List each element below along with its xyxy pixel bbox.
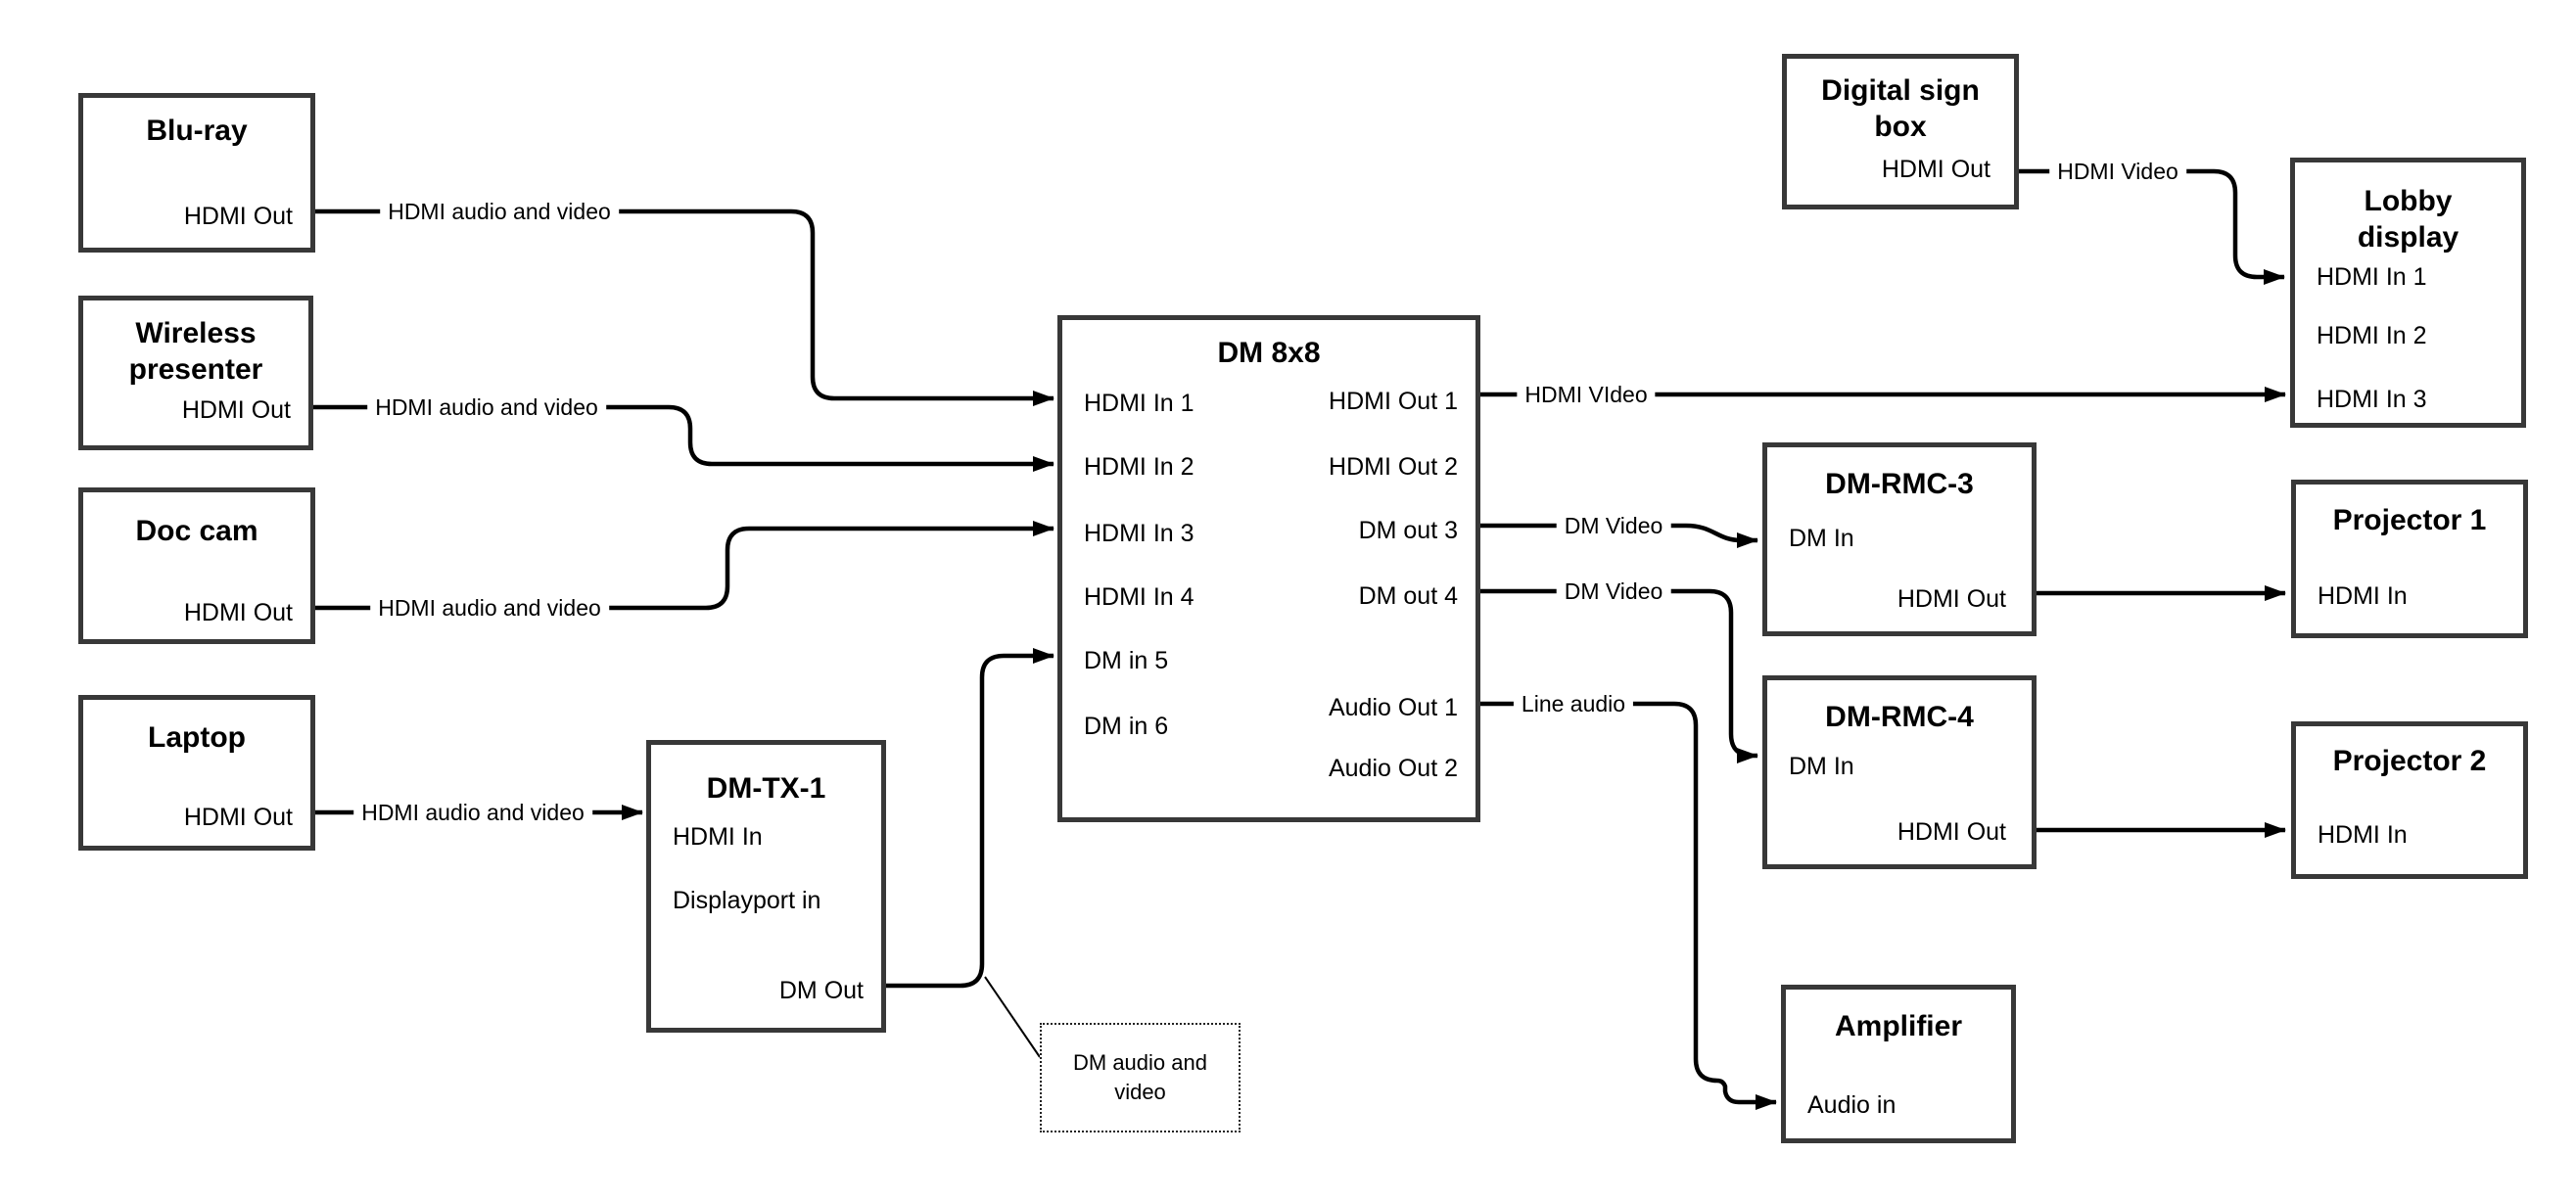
port-amp-audio-in: Audio in — [1807, 1091, 1897, 1119]
port-dm8x8-audio-out-1: Audio Out 1 — [1328, 694, 1458, 721]
port-rmc4-dm-in: DM In — [1789, 753, 1854, 780]
wire-label-dm-video-out3: DM Video — [1556, 512, 1671, 539]
node-amplifier: Amplifier Audio in — [1781, 985, 2016, 1143]
node-title: DM-RMC-4 — [1825, 701, 1974, 733]
port-lobby-hdmi-in-3: HDMI In 3 — [2317, 386, 2427, 413]
port-dm8x8-dm-in-6: DM in 6 — [1084, 713, 1169, 740]
port-dm8x8-hdmi-in-4: HDMI In 4 — [1084, 583, 1194, 611]
wire-label-laptop: HDMI audio and video — [353, 799, 592, 826]
port-dm8x8-audio-out-2: Audio Out 2 — [1328, 755, 1458, 782]
node-title: Laptop — [148, 721, 246, 754]
node-title: Lobby display — [2357, 185, 2459, 254]
node-doc-cam: Doc cam HDMI Out — [78, 487, 315, 644]
wire-label-hdmi-video-sign: HDMI Video — [2049, 158, 2186, 185]
note-dm-audio-and-video: DM audio and video — [1040, 1023, 1241, 1132]
port-bluray-hdmi-out: HDMI Out — [183, 203, 293, 230]
wire-label-dm-video-out4: DM Video — [1556, 577, 1671, 605]
port-wireless-hdmi-out: HDMI Out — [181, 396, 291, 424]
node-title: Blu-ray — [146, 115, 248, 147]
wire-label-hdmi-video-out1: HDMI VIdeo — [1517, 381, 1656, 408]
connector-dm8x8-out4-to-rmc4 — [1480, 588, 1758, 763]
port-lobby-hdmi-in-1: HDMI In 1 — [2317, 263, 2427, 291]
connector-wireless-to-dm8x8-in2 — [313, 404, 1054, 472]
wire-label-wireless: HDMI audio and video — [367, 393, 606, 421]
port-dm8x8-hdmi-in-2: HDMI In 2 — [1084, 453, 1194, 481]
node-title: Wireless presenter — [128, 317, 263, 386]
port-dm8x8-hdmi-out-2: HDMI Out 2 — [1329, 453, 1458, 481]
port-dm8x8-hdmi-out-1: HDMI Out 1 — [1329, 388, 1458, 415]
connector-dmtx1-to-dm8x8-in5 — [886, 648, 1054, 989]
port-laptop-hdmi-out: HDMI Out — [183, 804, 293, 831]
wire-label-doccam: HDMI audio and video — [370, 594, 609, 622]
node-dm-tx-1: DM-TX-1 HDMI In Displayport in DM Out — [646, 740, 886, 1033]
node-dm-rmc-3: DM-RMC-3 DM In HDMI Out — [1762, 442, 2037, 636]
port-rmc3-hdmi-out: HDMI Out — [1897, 585, 2006, 613]
port-rmc4-hdmi-out: HDMI Out — [1897, 818, 2006, 846]
node-projector-2: Projector 2 HDMI In — [2291, 721, 2528, 879]
wire-label-line-audio: Line audio — [1513, 690, 1634, 717]
connector-dm8x8-audio1-to-amp — [1480, 701, 1777, 1110]
node-title: Amplifier — [1834, 1010, 1963, 1042]
connector-doccam-to-dm8x8-in3 — [313, 521, 1054, 611]
port-proj1-hdmi-in: HDMI In — [2318, 582, 2408, 610]
connector-dm8x8-out3-to-rmc3 — [1480, 523, 1758, 548]
port-signbox-hdmi-out: HDMI Out — [1881, 156, 1991, 183]
node-wireless-presenter: Wireless presenter HDMI Out — [78, 296, 313, 450]
node-projector-1: Projector 1 HDMI In — [2291, 480, 2528, 638]
port-dm8x8-hdmi-in-1: HDMI In 1 — [1084, 390, 1194, 417]
node-title: DM-TX-1 — [706, 772, 826, 805]
node-title: Digital sign box — [1821, 74, 1980, 143]
node-dm-8x8: DM 8x8 HDMI In 1 HDMI In 2 HDMI In 3 HDM… — [1057, 315, 1480, 822]
port-dm8x8-dm-out-3: DM out 3 — [1358, 517, 1458, 544]
node-lobby-display: Lobby display HDMI In 1 HDMI In 2 HDMI I… — [2290, 158, 2526, 428]
port-rmc3-dm-in: DM In — [1789, 525, 1854, 552]
port-doccam-hdmi-out: HDMI Out — [183, 599, 293, 626]
connector-signbox-to-lobby-in1 — [2019, 168, 2285, 285]
wire-label-bluray: HDMI audio and video — [380, 198, 619, 225]
note-callout-line — [984, 976, 1041, 1058]
port-lobby-hdmi-in-2: HDMI In 2 — [2317, 322, 2427, 349]
node-bluray: Blu-ray HDMI Out — [78, 93, 315, 253]
node-title: Doc cam — [135, 515, 258, 547]
port-dm8x8-hdmi-in-3: HDMI In 3 — [1084, 520, 1194, 547]
node-laptop: Laptop HDMI Out — [78, 695, 315, 851]
node-title: DM 8x8 — [1217, 337, 1321, 369]
port-dmtx1-displayport-in: Displayport in — [673, 887, 821, 914]
port-dm8x8-dm-in-5: DM in 5 — [1084, 647, 1169, 674]
node-title: DM-RMC-3 — [1825, 468, 1974, 500]
port-dmtx1-dm-out: DM Out — [778, 977, 864, 1004]
node-title: Projector 2 — [2332, 745, 2487, 777]
port-proj2-hdmi-in: HDMI In — [2318, 821, 2408, 849]
node-dm-rmc-4: DM-RMC-4 DM In HDMI Out — [1762, 675, 2037, 869]
port-dm8x8-dm-out-4: DM out 4 — [1358, 582, 1458, 610]
connector-bluray-to-dm8x8-in1 — [313, 208, 1054, 406]
port-dmtx1-hdmi-in: HDMI In — [673, 823, 763, 851]
node-digital-sign-box: Digital sign box HDMI Out — [1782, 54, 2019, 209]
node-title: Projector 1 — [2332, 504, 2487, 536]
